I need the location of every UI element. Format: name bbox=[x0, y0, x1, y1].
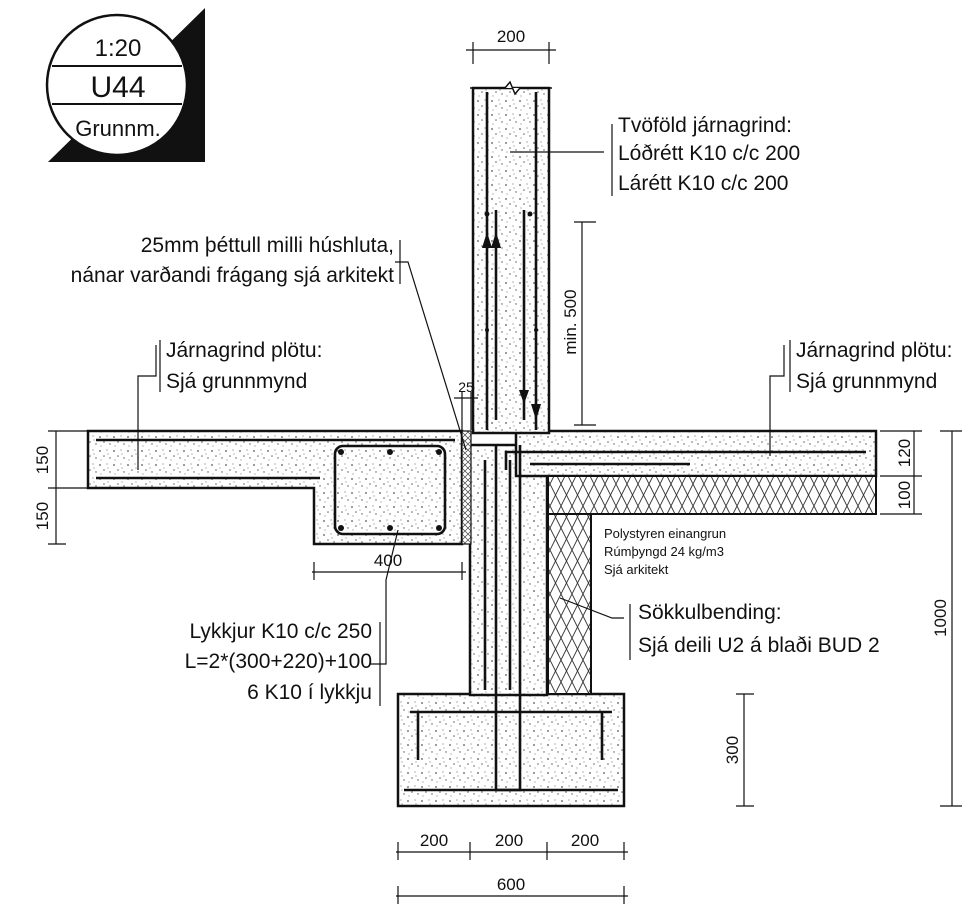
slab-rebar-right-ref: Sjá grunnmynd bbox=[796, 370, 937, 393]
left-slab bbox=[86, 429, 464, 546]
dim-insulation-right: 100 bbox=[895, 481, 914, 509]
wall-rebar-title: Tvöföld járnagrind: bbox=[618, 114, 792, 137]
insulation-label-line1: Polystyren einangrun bbox=[604, 526, 726, 541]
dim-joint-width: 25 bbox=[458, 379, 474, 395]
view-label: Grunnm. bbox=[75, 116, 161, 141]
upper-wall bbox=[471, 86, 551, 435]
insulation-label-line2: Rúmþyngd 24 kg/m3 bbox=[604, 544, 724, 559]
slab-rebar-left-title: Járnagrind plötu: bbox=[166, 339, 322, 362]
dim-footing-middle: 200 bbox=[495, 831, 523, 850]
wall-rebar-vertical: Lóðrétt K10 c/c 200 bbox=[618, 142, 800, 165]
joint-label-line1: 25mm þéttull milli húshluta, bbox=[141, 234, 394, 257]
reinforcement bbox=[96, 92, 866, 792]
dim-wall-width: 200 bbox=[497, 27, 525, 46]
dim-footing-left: 200 bbox=[420, 831, 448, 850]
dim-total-height: 1000 bbox=[931, 599, 950, 637]
dim-slab-right: 120 bbox=[895, 439, 914, 467]
joint-strip bbox=[461, 430, 472, 545]
foundation-wall bbox=[468, 443, 549, 697]
footing-rebar-ref: Sjá deili U2 á blaði BUD 2 bbox=[638, 634, 880, 657]
insulation-label-line3: Sjá arkitekt bbox=[604, 562, 669, 577]
joint-label-line2: nánar varðandi frágang sjá arkitekt bbox=[71, 264, 395, 287]
hoops-label-line1: Lykkjur K10 c/c 250 bbox=[190, 620, 372, 643]
dim-beam-width: 400 bbox=[374, 551, 402, 570]
footing-rebar-title: Sökkulbending: bbox=[638, 601, 782, 624]
slab-rebar-right-title: Járnagrind plötu: bbox=[796, 339, 952, 362]
wall-rebar-horizontal: Lárétt K10 c/c 200 bbox=[618, 172, 788, 195]
dim-footing-right: 200 bbox=[571, 831, 599, 850]
hoops-label-line2: L=2*(300+220)+100 bbox=[185, 650, 372, 673]
title-block: 1:20 U44 Grunnm. bbox=[45, 8, 205, 162]
vertical-insulation bbox=[547, 513, 592, 695]
right-slab bbox=[514, 429, 878, 478]
dim-slab-left-bottom: 150 bbox=[33, 502, 52, 530]
slab-rebar-left-ref: Sjá grunnmynd bbox=[166, 370, 307, 393]
dim-anchorage: min. 500 bbox=[561, 289, 580, 354]
dim-footing-total: 600 bbox=[497, 875, 525, 894]
hoops-label-line3: 6 K10 í lykkju bbox=[247, 681, 372, 704]
scale-label: 1:20 bbox=[95, 35, 142, 62]
detail-id-label: U44 bbox=[90, 71, 145, 104]
title-block-circle bbox=[45, 13, 189, 157]
dim-footing-height: 300 bbox=[723, 736, 742, 764]
slab-insulation bbox=[547, 475, 877, 515]
dim-slab-left-top: 150 bbox=[33, 446, 52, 474]
